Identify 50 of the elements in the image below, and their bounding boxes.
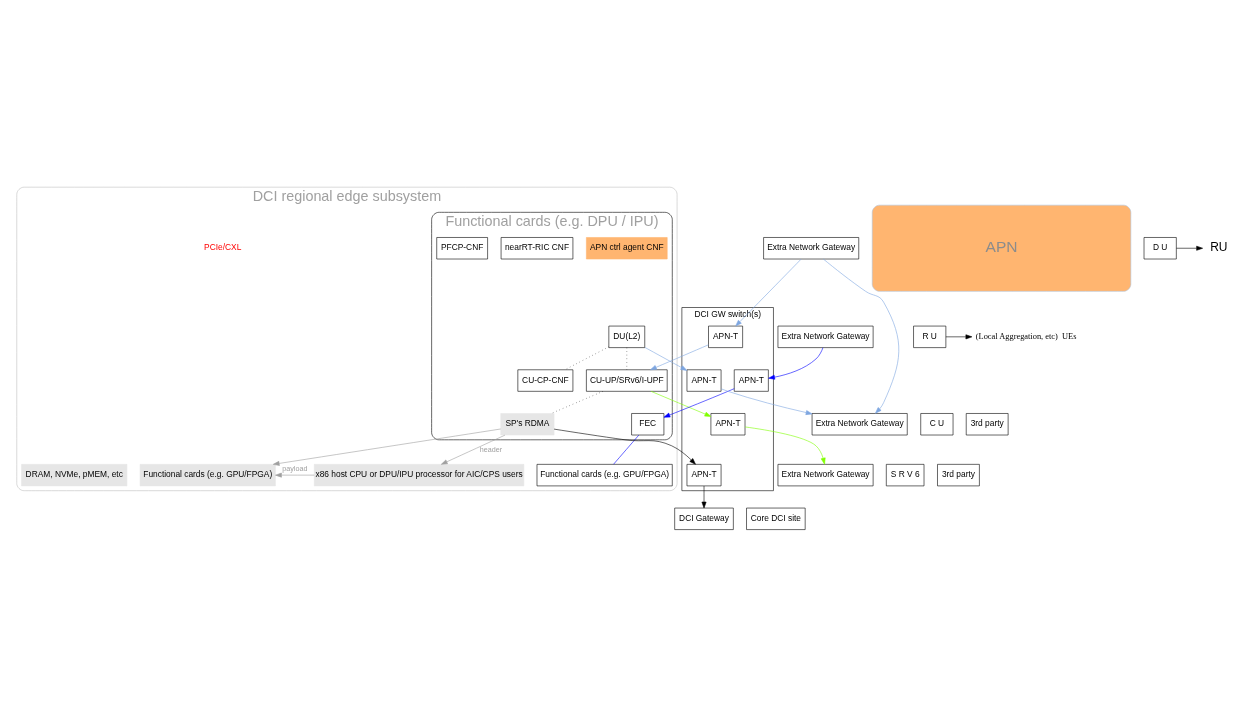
node-box: 3rd party	[965, 412, 1009, 435]
arrow	[701, 485, 707, 508]
arrow	[823, 258, 900, 414]
arrow	[945, 333, 973, 339]
node-box: DRAM, NVMe, pMEM, etc	[21, 463, 128, 486]
node-box: DCI Gateway	[674, 507, 734, 530]
node-box: CU-CP-CNF	[517, 368, 574, 392]
node-box: Extra Network Gateway	[811, 412, 908, 435]
node-box: APN-T	[686, 368, 722, 392]
node-box: Core DCI site	[746, 507, 806, 530]
node-box: APN-T	[733, 368, 769, 392]
arrow	[275, 472, 315, 478]
node-box: x86 host CPU or DPU/IPU processor for AIC/CPS users	[314, 463, 525, 486]
node-box: APN-T	[708, 325, 743, 348]
arrow	[735, 258, 802, 326]
node-box: APN ctrl agent CNF	[586, 236, 668, 259]
arrow	[272, 428, 501, 466]
node-box: C U	[920, 412, 954, 435]
node-box: 3rd party	[937, 463, 980, 486]
arrow	[644, 346, 688, 371]
node-box: PFCP-CNF	[436, 236, 488, 259]
node-text: (Local Aggregation, etc) UEs	[975, 331, 1077, 341]
label: PCIe/CXL	[204, 241, 242, 252]
node-box: D U	[1143, 236, 1177, 259]
arrow	[650, 390, 712, 417]
node-box: Extra Network Gateway	[777, 325, 874, 348]
arrow	[720, 388, 813, 415]
node-text: RU	[1210, 239, 1228, 254]
arrow	[744, 426, 826, 464]
node-box: nearRT-RIC CNF	[500, 236, 574, 259]
arrow	[650, 344, 709, 370]
connector	[613, 434, 640, 465]
node-box: Functional cards (e.g. GPU/FPGA)	[139, 463, 276, 486]
node-box: APN	[871, 204, 1132, 292]
arrow	[553, 428, 696, 465]
node-box: S R V 6	[886, 463, 925, 486]
node-box: APN-T	[686, 463, 722, 486]
node-box: Extra Network Gateway	[777, 463, 874, 486]
node-box: APN-T	[710, 412, 746, 435]
node-box: R U	[913, 325, 947, 348]
arrow	[663, 387, 735, 418]
node-box: DU(L2)	[608, 325, 646, 348]
node-box: Functional cards (e.g. GPU/FPGA)	[536, 463, 673, 486]
arrow	[441, 434, 506, 465]
node-box: FEC	[631, 412, 665, 435]
arrow	[1176, 245, 1203, 251]
node-box: Extra Network Gateway	[763, 236, 860, 259]
node-box: CU-UP/SRv6/I-UPF	[586, 368, 668, 392]
node-box: SP's RDMA	[500, 412, 555, 435]
arrow	[768, 346, 824, 380]
